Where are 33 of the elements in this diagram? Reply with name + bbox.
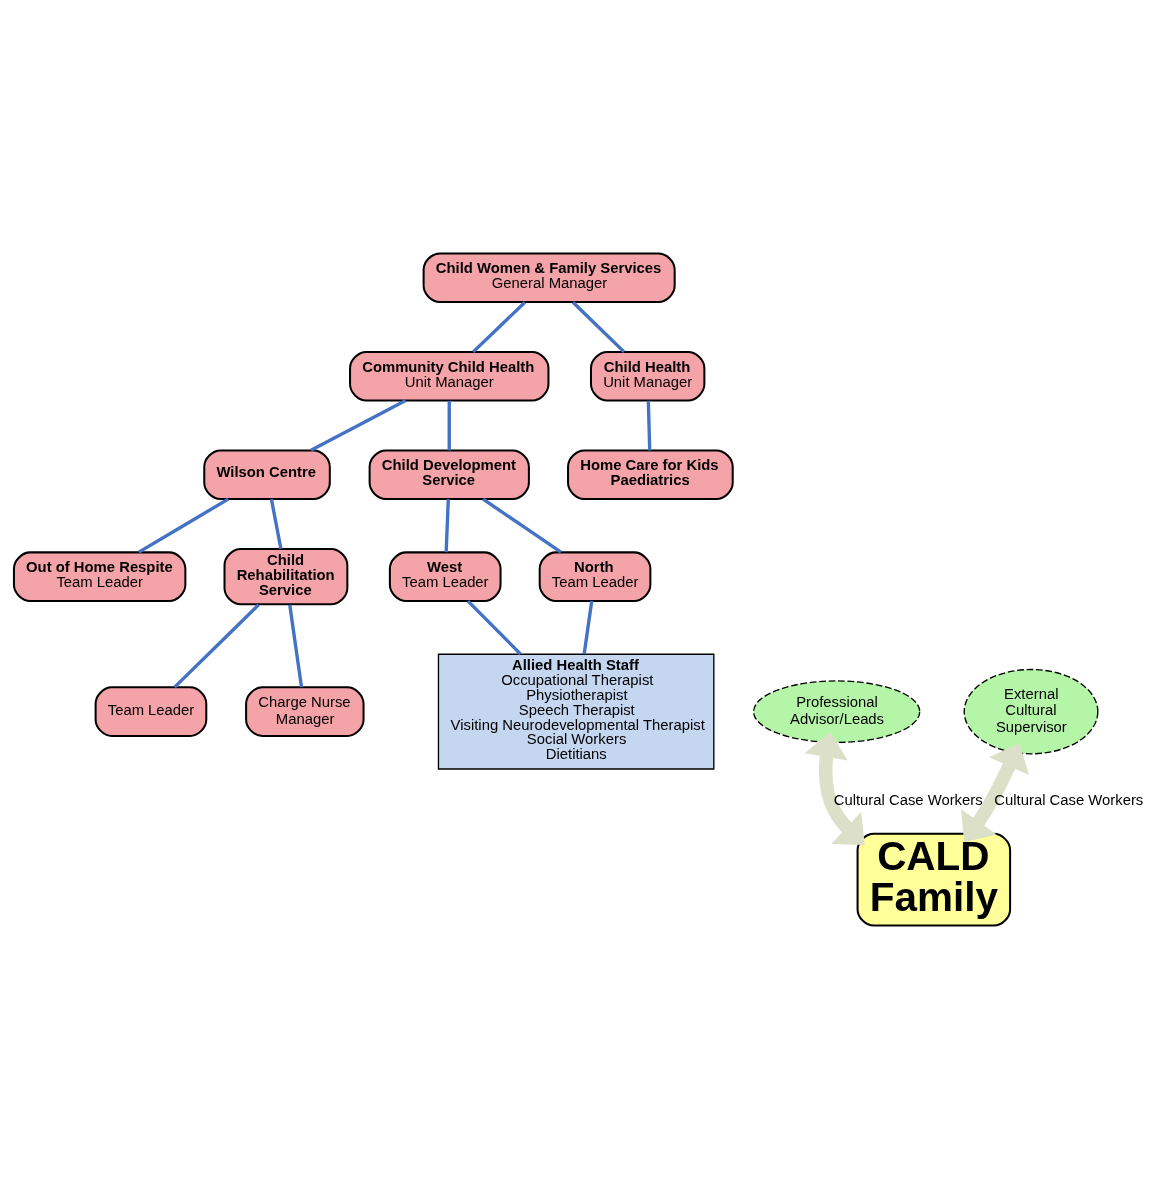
connector [646,400,652,450]
node-box: Out of Home Respite Team Leader [12,550,187,602]
edge-label: Cultural Case Workers [833,791,983,808]
node-box: West Team Leader [388,550,502,602]
node-box: Team Leader [94,685,208,737]
node-box: Child Health Unit Manager [590,350,706,402]
connector [310,398,407,452]
node-box: CALD Family [856,832,1012,927]
node-box: Child Rehabilitation Service [223,547,349,605]
connector [472,300,527,353]
node-box: Charge Nurse Manager [245,685,365,737]
connector [173,603,260,688]
node-ellipse: External Cultural Supervisor [963,668,1099,754]
edge-label: Cultural Case Workers [994,791,1144,808]
node-box: Wilson Centre [203,448,331,500]
arrow [804,731,865,845]
arrow [960,742,1030,842]
node-ellipse: Professional Advisor/Leads [752,679,921,743]
node-box: Allied Health Staff Occupational Therapist Physiotherapist Speech Therapist Visiting Neurodevelopmental Therapist Social Workers Dietitians [437,653,715,770]
node-box: Child Women & Family Services General Manager [422,251,676,303]
connector [582,600,594,654]
connector [571,300,626,353]
connector [137,497,230,554]
node-box: North Team Leader [538,550,652,602]
connector [288,604,304,687]
connector [482,497,562,553]
connector [466,599,522,655]
node-box: Home Care for Kids Paediatrics [567,448,734,500]
node-box: Child Development Service [368,448,530,500]
connector [447,400,451,450]
node-box: Community Child Health Unit Manager [349,350,550,402]
connector [269,498,283,549]
connector [444,498,450,552]
